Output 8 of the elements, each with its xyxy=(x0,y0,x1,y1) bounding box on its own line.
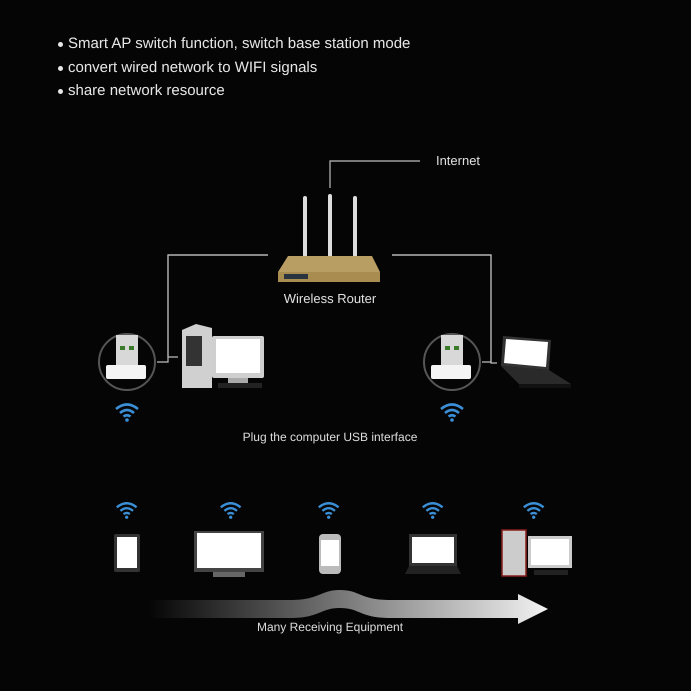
bullet-item: Smart AP switch function, switch base station mode xyxy=(58,33,410,56)
bullet-item: convert wired network to WIFI signals xyxy=(58,57,318,80)
bullet-item: share network resource xyxy=(58,80,225,102)
connector-line xyxy=(329,160,420,188)
note-text: Many Receiving Equipment xyxy=(256,619,404,636)
note-text: Plug the computer USB interface xyxy=(242,429,418,446)
node-label: Internet xyxy=(434,152,482,170)
node-label: Wireless Router xyxy=(282,290,378,308)
